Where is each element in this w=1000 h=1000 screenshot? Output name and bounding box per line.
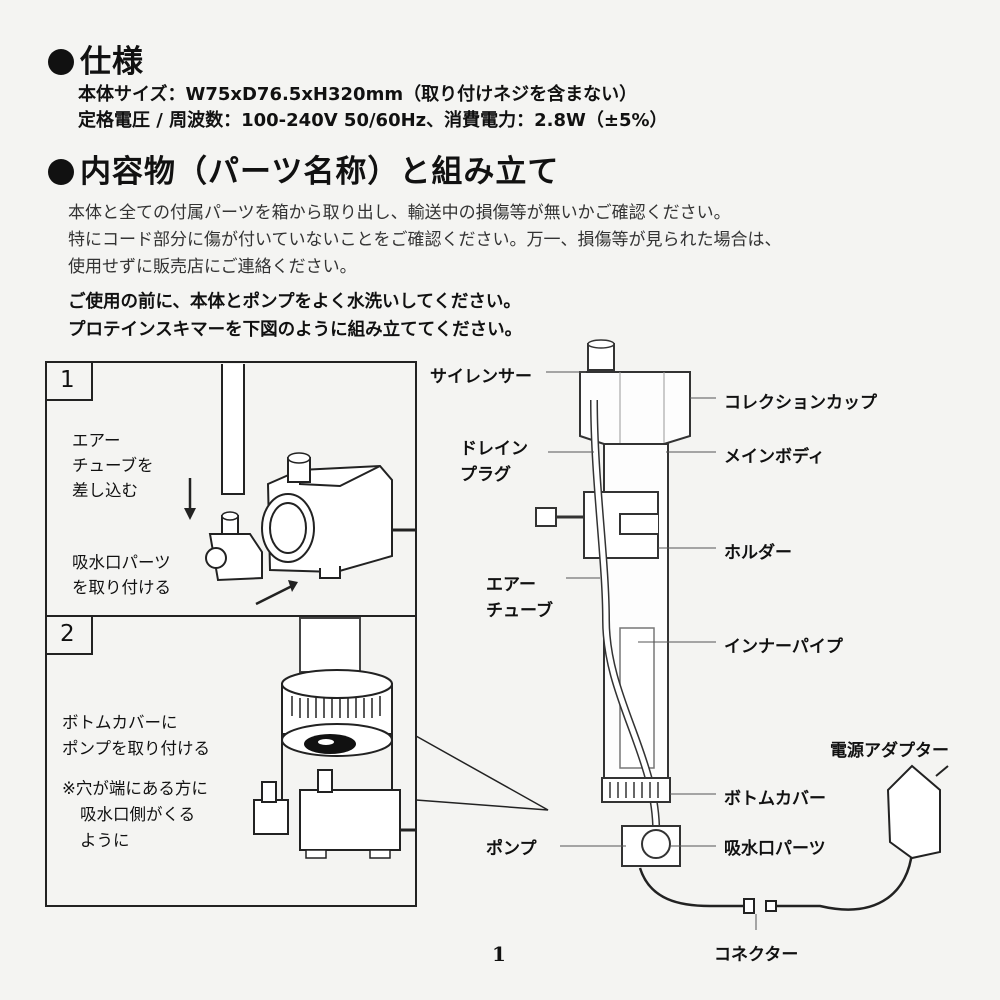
bullet-icon (48, 159, 74, 185)
panel-2-label-a: ボトムカバーに ポンプを取り付ける (62, 710, 210, 762)
panel-2-number-box (45, 615, 93, 655)
label-silencer: サイレンサー (430, 367, 532, 387)
intro-line-3: 使用せずに販売店にご連絡ください。 (68, 257, 357, 277)
pump-drawing-2 (299, 789, 401, 851)
label-inner-pipe: インナーパイプ (724, 637, 843, 657)
panel-2-frame (45, 615, 417, 907)
panel-1-label-b-line: を取り付ける (72, 578, 171, 597)
panel-1-number: 1 (60, 367, 75, 393)
label-air-tube: エアー チューブ (486, 572, 553, 624)
bold-line-2: プロテインスキマーを下図のように組み立ててください。 (68, 320, 523, 340)
label-intake-part: 吸水口パーツ (724, 839, 826, 859)
panel-1-label-b: 吸水口パーツ を取り付ける (72, 550, 171, 600)
panel-2-label-b: ※穴が端にある方に 吸水口側がくる ように (62, 776, 208, 854)
label-adapter: 電源アダプター (830, 741, 949, 761)
label-holder: ホルダー (724, 543, 792, 563)
intake-part-drawing (208, 533, 263, 582)
spec-heading-text: 仕様 (80, 44, 144, 80)
label-pump: ポンプ (486, 839, 537, 859)
panel-2-label-a-line: ポンプを取り付ける (62, 739, 211, 758)
panel-1-label-a: エアー チューブを 差し込む (72, 428, 154, 503)
label-connector: コネクター (714, 945, 799, 965)
bullet-icon (48, 49, 74, 75)
panel-2-label-a-line: ボトムカバーに (62, 713, 178, 732)
power-line: 定格電圧 / 周波数：100-240V 50/60Hz、消費電力：2.8W（±5… (78, 110, 668, 131)
label-bottom-cover: ボトムカバー (724, 789, 826, 809)
power-adapter-drawing (886, 764, 941, 860)
label-air-tube-line: エアー (486, 575, 536, 595)
label-drain-plug-line: ドレイン (460, 439, 528, 459)
intro-line-2: 特にコード部分に傷が付いていないことをご確認ください。万一、損傷等が見られた場合… (68, 230, 782, 250)
page-number: 1 (492, 942, 506, 966)
contents-heading: 内容物（パーツ名称）と組み立て (48, 146, 559, 191)
spec-heading: 仕様 (48, 36, 144, 81)
intro-line-1: 本体と全ての付属パーツを箱から取り出し、輸送中の損傷等が無いかご確認ください。 (68, 203, 731, 223)
panel-2-number: 2 (60, 621, 75, 647)
panel-2-label-b-line: ※穴が端にある方に (62, 779, 208, 798)
bottom-cover-main (601, 777, 671, 803)
label-collection-cup: コレクションカップ (724, 393, 877, 413)
bold-line-1: ご使用の前に、本体とポンプをよく水洗いしてください。 (68, 292, 521, 312)
intake-part-main (641, 829, 671, 859)
label-drain-plug: ドレイン プラグ (460, 436, 528, 488)
air-tube-drawing (221, 364, 245, 495)
panel-2-label-b-line: 吸水口側がくる (80, 805, 196, 824)
panel-1-label-b-line: 吸水口パーツ (72, 553, 171, 572)
label-drain-plug-line: プラグ (460, 465, 511, 485)
connector-right (765, 900, 777, 912)
panel-1-number-box (45, 361, 93, 401)
contents-heading-text: 内容物（パーツ名称）と組み立て (80, 154, 560, 190)
label-main-body: メインボディ (724, 447, 825, 467)
panel-1-label-a-line: エアー (72, 431, 121, 450)
size-line: 本体サイズ：W75xD76.5xH320mm（取り付けネジを含まない） (78, 84, 638, 105)
inner-pipe-drawing (619, 627, 655, 769)
panel-1-label-a-line: チューブを (72, 456, 154, 475)
label-air-tube-line: チューブ (486, 601, 553, 621)
panel-1-label-a-line: 差し込む (72, 481, 138, 500)
panel-2-label-b-line: ように (80, 831, 130, 850)
connector-left (743, 898, 755, 914)
